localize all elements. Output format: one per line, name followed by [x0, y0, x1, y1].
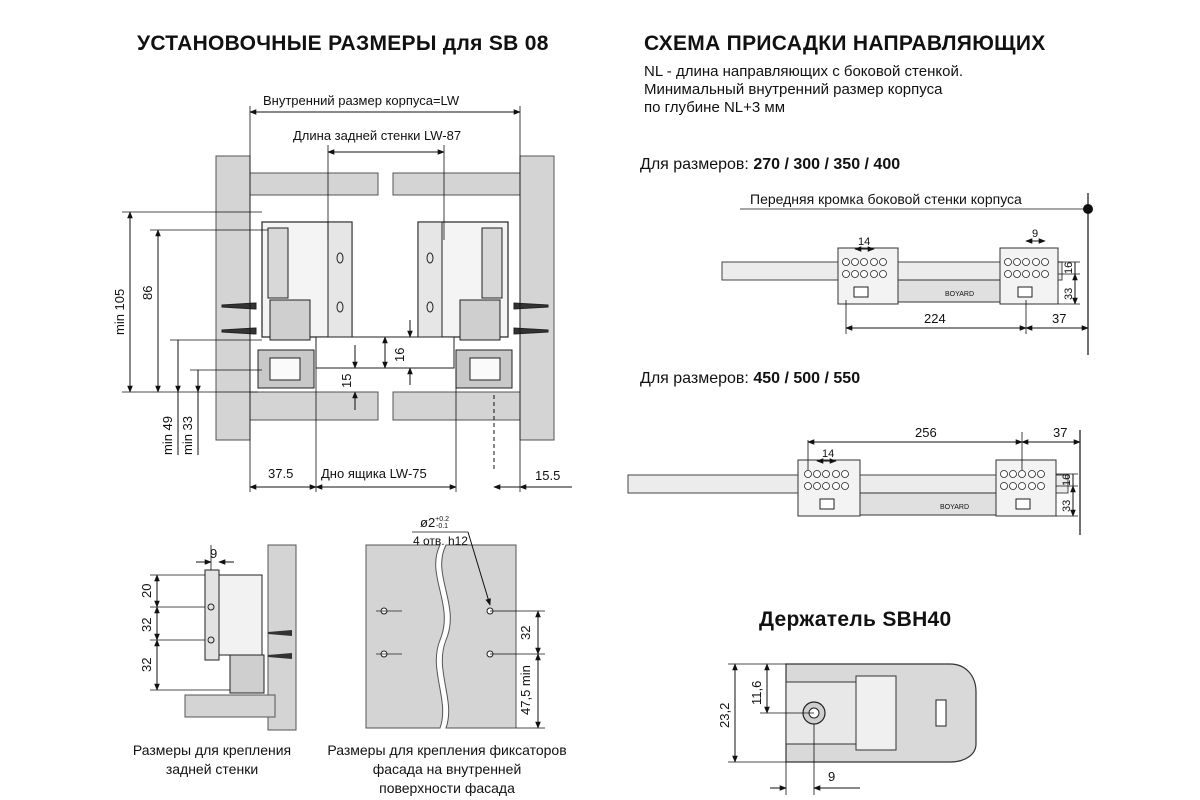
sizes-group-1-values: 270 / 300 / 350 / 400 [753, 156, 901, 173]
dim-min-49: min 49 [160, 416, 175, 455]
top-panel-right [392, 172, 521, 196]
back-bottom-panel [184, 694, 276, 718]
facade-panel-right [441, 544, 517, 729]
back-mount-caption: Размеры для крепления задней стенки [112, 741, 312, 779]
back-mount-caption-line-2: задней стенки [165, 761, 259, 777]
s2-dim-256: 256 [915, 425, 937, 440]
s1-dim-33: 33 [1063, 288, 1075, 300]
hole-diameter: ø2+0.2 [420, 515, 449, 530]
bottom-panel-right [392, 391, 521, 421]
dim-86: 86 [140, 286, 155, 300]
installation-dimensions-title: УСТАНОВОЧНЫЕ РАЗМЕРЫ для SB 08 [137, 32, 549, 55]
scheme-270-400: Передняя кромка боковой стенки корпуса B… [721, 191, 1093, 355]
note-line-1: NL - длина направляющих с боковой стенко… [644, 63, 964, 80]
left-cabinet-wall [215, 155, 251, 441]
hole-diameter-value: ø2 [420, 515, 435, 530]
right-runner [417, 221, 513, 389]
sizes-group-2-values: 450 / 500 / 550 [753, 370, 861, 387]
note-line-3: по глубине NL+3 мм [644, 99, 786, 116]
holder-dim-9: 9 [828, 769, 835, 784]
right-cabinet-wall [519, 155, 555, 441]
drilling-scheme-title: СХЕМА ПРИСАДКИ НАПРАВЛЯЮЩИХ [644, 32, 1046, 55]
sizes-group-1-prefix: Для размеров: [640, 156, 754, 173]
s1-dim-37: 37 [1052, 311, 1066, 326]
dim-15: 15 [339, 374, 354, 388]
left-runner [257, 221, 353, 389]
holder-sbh40-drawing: 23,2 11,6 9 [717, 663, 977, 795]
front-edge-label: Передняя кромка боковой стенки корпуса [750, 191, 1022, 207]
sizes-group-2: Для размеров: 450 / 500 / 550 [640, 369, 860, 388]
back-dim-32b: 32 [139, 658, 154, 672]
front-dim-32: 32 [518, 626, 533, 640]
sizes-group-1: Для размеров: 270 / 300 / 350 / 400 [640, 155, 900, 174]
brand-mark-2: BOYARD [940, 504, 969, 511]
hole-tolerance-top: +0.2 [435, 516, 449, 523]
hole-spec: 4 отв. h12 [413, 534, 468, 548]
note-line-2: Минимальный внутренний размер корпуса [644, 81, 943, 98]
s1-dim-9: 9 [1032, 228, 1038, 240]
back-dim-20: 20 [139, 584, 154, 598]
s1-dim-224: 224 [924, 311, 946, 326]
dim-16: 16 [392, 348, 407, 362]
bottom-panel-left [249, 391, 379, 421]
brand-mark-1: BOYARD [945, 291, 974, 298]
s1-dim-14: 14 [858, 236, 870, 248]
holder-dim-23-2: 23,2 [717, 703, 732, 728]
back-dim-32a: 32 [139, 618, 154, 632]
back-wall-label: Длина задней стенки LW-87 [293, 128, 461, 143]
s2-dim-14: 14 [822, 448, 834, 460]
front-mount-caption: Размеры для крепления фиксаторов фасада … [312, 741, 582, 798]
holder-dim-11-6: 11,6 [749, 681, 764, 705]
top-panel-left [249, 172, 379, 196]
facade-panel-left [365, 544, 445, 729]
back-mount-caption-line-1: Размеры для крепления [132, 742, 292, 758]
back-dim-9: 9 [210, 546, 217, 561]
hole-tolerance-bottom: -0.1 [436, 523, 448, 530]
s2-dim-16: 16 [1061, 474, 1073, 486]
mounting-screws [221, 302, 549, 335]
front-mount-caption-line-3: поверхности фасада [379, 780, 515, 796]
dim-15-5: 15.5 [535, 468, 560, 483]
front-dim-47-5: 47,5 min [518, 665, 533, 715]
front-mount-drawing: ø2+0.2 -0.1 4 отв. h12 32 47,5 min [365, 515, 545, 729]
s2-dim-33: 33 [1061, 500, 1073, 512]
cabinet-cross-section: Внутренний размер корпуса=LW Длина задне… [112, 93, 572, 492]
s1-dim-16: 16 [1063, 262, 1075, 274]
scheme-450-550: BOYARD 256 37 14 16 33 [627, 425, 1081, 535]
sizes-group-2-prefix: Для размеров: [640, 370, 754, 387]
bottom-label: Дно ящика LW-75 [321, 466, 427, 481]
front-mount-caption-line-2: фасада на внутренней [372, 761, 522, 777]
inner-size-label: Внутренний размер корпуса=LW [263, 93, 460, 108]
back-mount-drawing: 9 20 32 32 [139, 544, 297, 731]
front-mount-caption-line-1: Размеры для крепления фиксаторов [327, 742, 567, 758]
dim-37-5: 37.5 [268, 466, 293, 481]
dim-min-105: min 105 [112, 289, 127, 335]
s2-dim-37: 37 [1053, 425, 1067, 440]
holder-title: Держатель SBH40 [759, 608, 952, 631]
dim-min-33: min 33 [180, 416, 195, 455]
